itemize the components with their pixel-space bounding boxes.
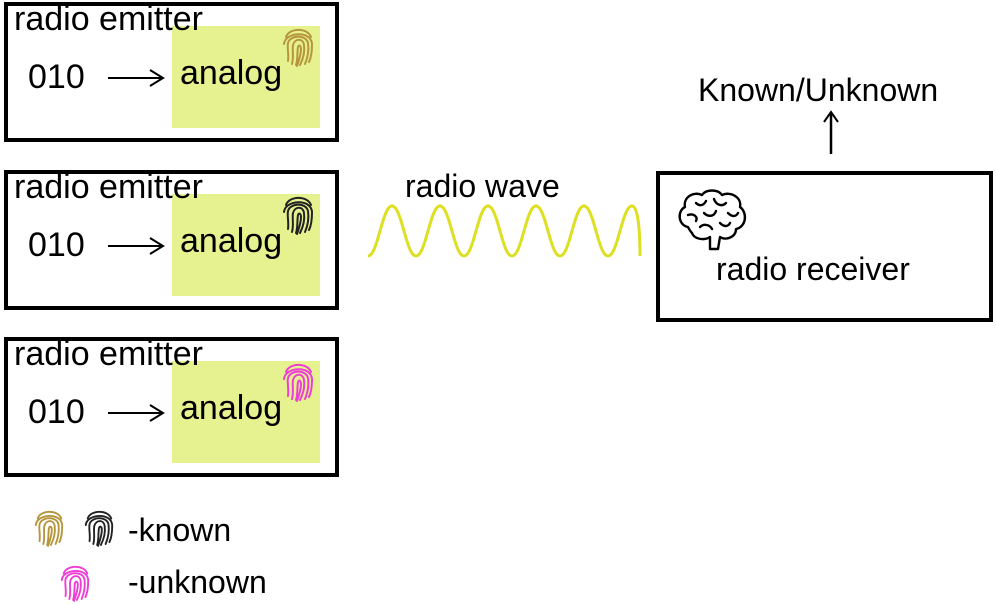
fingerprint-icon — [280, 359, 316, 403]
right-arrow-icon — [108, 237, 165, 255]
emitter-title: radio emitter — [14, 168, 203, 206]
radio-emitter-3: radio emitter 010 analog — [4, 335, 339, 477]
fingerprint-icon — [280, 192, 316, 236]
receiver-label: radio receiver — [716, 251, 910, 287]
radio-wave-label: radio wave — [405, 168, 560, 204]
radio-receiver: radio receiver — [656, 171, 993, 322]
radio-wave — [367, 204, 642, 258]
radio-emitter-2: radio emitter 010 analog — [4, 168, 339, 310]
emitter-title: radio emitter — [14, 0, 203, 38]
analog-highlight — [172, 361, 320, 463]
digital-code: 010 — [28, 393, 85, 431]
up-arrow-icon — [823, 110, 839, 154]
digital-code: 010 — [28, 58, 85, 96]
right-arrow-icon — [108, 69, 165, 87]
fingerprint-icon — [82, 505, 116, 549]
fingerprint-icon — [32, 505, 66, 549]
fingerprint-icon — [280, 24, 316, 68]
analog-highlight — [172, 26, 320, 128]
brain-icon — [678, 189, 747, 251]
legend-unknown-label: -unknown — [128, 564, 267, 600]
right-arrow-icon — [108, 404, 165, 422]
analog-label: analog — [180, 389, 283, 427]
analog-label: analog — [180, 54, 283, 92]
fingerprint-icon — [58, 560, 92, 604]
analog-highlight — [172, 194, 320, 296]
known-unknown-output: Known/Unknown — [698, 72, 939, 108]
analog-label: analog — [180, 222, 283, 260]
radio-emitter-1: radio emitter 010 analog — [4, 0, 339, 142]
legend-known-label: -known — [128, 512, 232, 548]
emitter-title: radio emitter — [14, 335, 203, 373]
digital-code: 010 — [28, 226, 85, 264]
